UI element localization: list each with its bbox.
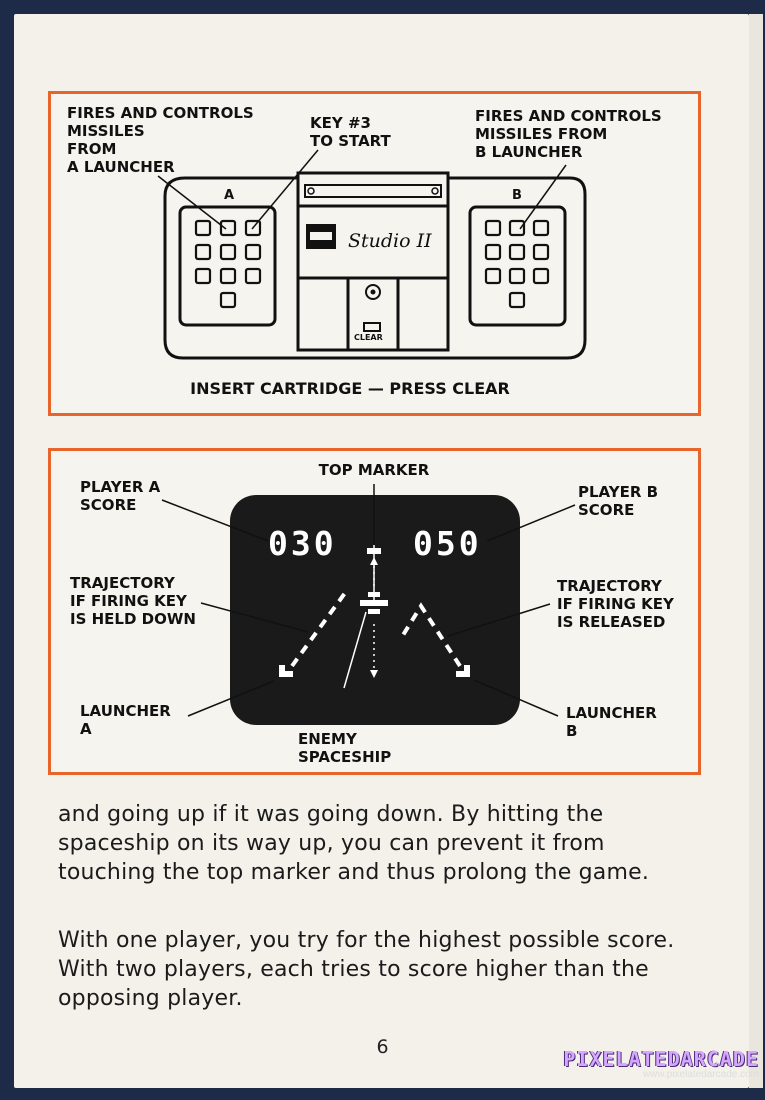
label-player-a-score: PLAYER A SCORE — [80, 478, 161, 514]
label-enemy-spaceship: ENEMY SPACESHIP — [298, 730, 392, 766]
label-fires-a: FIRES AND CONTROLS MISSILES FROM A LAUNC… — [67, 104, 254, 176]
watermark-title: PIXELATEDARCADE — [563, 1047, 759, 1071]
console-diagram-panel — [48, 91, 701, 416]
score-b: 050 — [413, 524, 482, 563]
next-page-edge — [749, 14, 763, 1088]
keypad-b — [468, 205, 567, 327]
clear-key-label: CLEAR — [354, 333, 383, 342]
label-top-marker: TOP MARKER — [318, 461, 430, 479]
watermark-url: www.pixelatedarcade.com — [642, 1069, 759, 1080]
insert-cartridge-caption: INSERT CARTRIDGE — PRESS CLEAR — [190, 379, 510, 398]
clear-key-shape — [363, 322, 381, 332]
label-fires-b: FIRES AND CONTROLS MISSILES FROM B LAUNC… — [475, 107, 662, 161]
label-trajectory-held: TRAJECTORY IF FIRING KEY IS HELD DOWN — [70, 574, 196, 628]
cartridge-slot — [296, 171, 450, 208]
brand-text: Studio II — [348, 230, 432, 252]
label-trajectory-released: TRAJECTORY IF FIRING KEY IS RELEASED — [557, 577, 674, 631]
watermark: PIXELATEDARCADE www.pixelatedarcade.com — [563, 1047, 759, 1080]
power-light — [365, 284, 381, 300]
label-player-b-score: PLAYER B SCORE — [578, 483, 659, 519]
page-number: 6 — [376, 1036, 389, 1058]
paragraph-1: and going up if it was going down. By hi… — [58, 802, 650, 885]
score-a: 030 — [268, 524, 337, 563]
launcher-b — [456, 665, 470, 677]
label-launcher-b: LAUNCHER B — [566, 704, 657, 740]
label-launcher-a: LAUNCHER A — [80, 702, 171, 738]
trajectory-b — [398, 602, 462, 668]
launcher-a — [279, 665, 293, 677]
keypad-a-letter: A — [224, 188, 235, 203]
label-key-3: KEY #3 TO START — [310, 114, 391, 150]
paragraph-2: With one player, you try for the highest… — [58, 928, 675, 1011]
console-body — [163, 176, 587, 360]
keypad-b-letter: B — [512, 188, 522, 203]
keypad-a — [178, 205, 277, 327]
